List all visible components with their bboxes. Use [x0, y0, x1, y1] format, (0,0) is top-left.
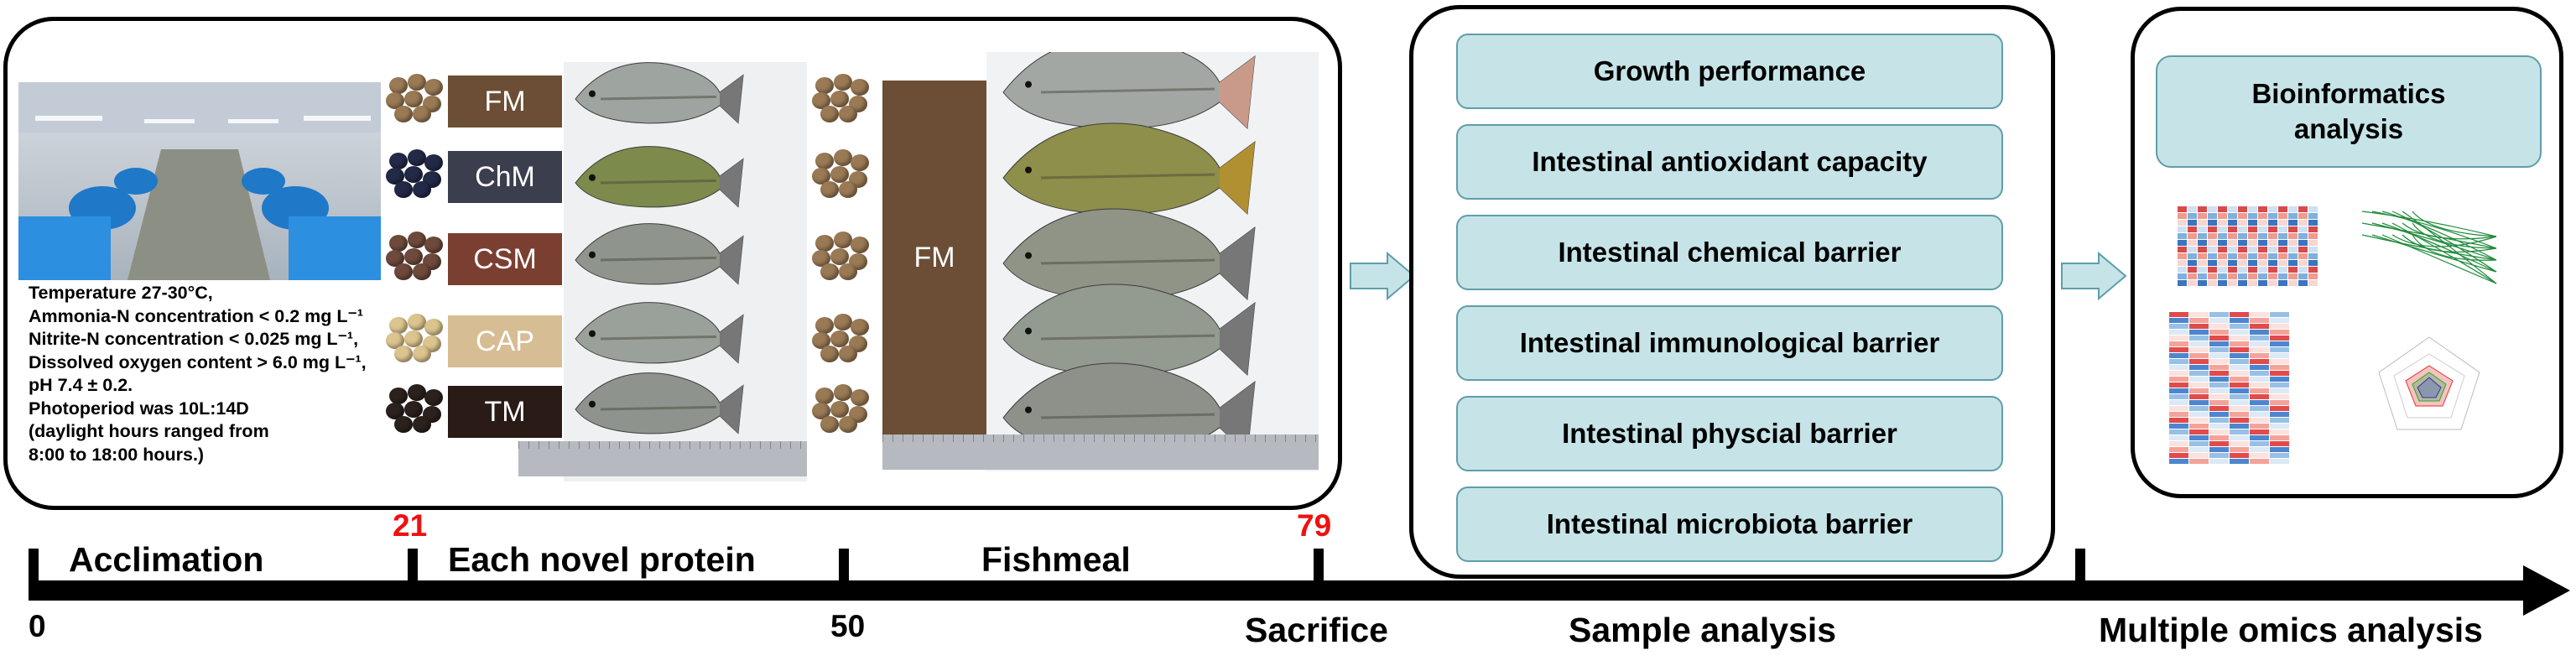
day-21: 21	[393, 508, 428, 543]
culture-conditions-text: Temperature 27-30°C, Ammonia-N concentra…	[29, 283, 367, 465]
second-phase-pellets-5	[812, 384, 869, 433]
omics-result-thumbnails	[2169, 206, 2497, 464]
diet-label-tm: TM	[448, 386, 562, 438]
ruler-left	[518, 441, 807, 476]
label-sample-analysis: Sample analysis	[1569, 611, 1837, 649]
pellets-fm	[386, 74, 443, 122]
label-sacrifice: Sacrifice	[1245, 611, 1388, 649]
fish-icon	[575, 302, 744, 364]
analysis-item: Intestinal microbiota barrier	[1456, 486, 2003, 562]
diet-label-fm: FM	[448, 75, 562, 127]
arrow-to-sample-analysis	[1350, 252, 1416, 300]
fish-icon	[575, 372, 744, 434]
analysis-item: Intestinal physcial barrier	[1456, 396, 2003, 471]
diet-label-cap: CAP	[448, 315, 562, 367]
day-0: 0	[29, 609, 46, 643]
culture-room-photo	[18, 82, 381, 280]
analysis-item: Intestinal antioxidant capacity	[1456, 124, 2003, 200]
fishmeal-diet-label: FM	[882, 81, 986, 434]
label-multiple-omics: Multiple omics analysis	[2099, 611, 2483, 649]
arrow-to-omics	[2061, 252, 2127, 300]
fish-icon	[575, 62, 744, 124]
bioinformatics-box: Bioinformatics analysis	[2156, 55, 2542, 168]
analysis-item: Intestinal chemical barrier	[1456, 215, 2003, 290]
fish-icon	[1002, 208, 1256, 300]
analysis-item: Growth performance	[1456, 34, 2003, 109]
pellets-tm	[386, 384, 443, 433]
day-79: 79	[1297, 508, 1332, 543]
stage-novel-protein: Each novel protein	[448, 540, 756, 579]
stage-acclimation: Acclimation	[69, 540, 264, 579]
diet-label-csm: CSM	[448, 233, 562, 285]
fish-icon	[575, 146, 744, 208]
ruler-right	[882, 434, 1319, 470]
fish-icon	[1002, 122, 1256, 215]
stage-fishmeal: Fishmeal	[981, 540, 1131, 579]
second-phase-pellets-4	[812, 314, 869, 362]
day-50: 50	[830, 609, 866, 643]
fish-icon	[1002, 52, 1256, 129]
pellets-cap	[386, 314, 443, 362]
second-phase-pellets-2	[812, 149, 869, 198]
timeline-arrow	[29, 549, 2570, 616]
fish-photos-novel-protein	[564, 62, 807, 481]
second-phase-pellets-1	[812, 74, 869, 122]
radar-chart-icon	[2378, 336, 2480, 430]
pellets-csm	[386, 232, 443, 280]
fish-photos-fishmeal	[986, 52, 1319, 471]
second-phase-pellets-3	[812, 232, 869, 280]
pellets-chm	[386, 149, 443, 198]
analysis-item: Intestinal immunological barrier	[1456, 305, 2003, 381]
fish-icon	[575, 223, 744, 285]
fish-icon	[1002, 284, 1256, 376]
diet-label-chm: ChM	[448, 151, 562, 203]
